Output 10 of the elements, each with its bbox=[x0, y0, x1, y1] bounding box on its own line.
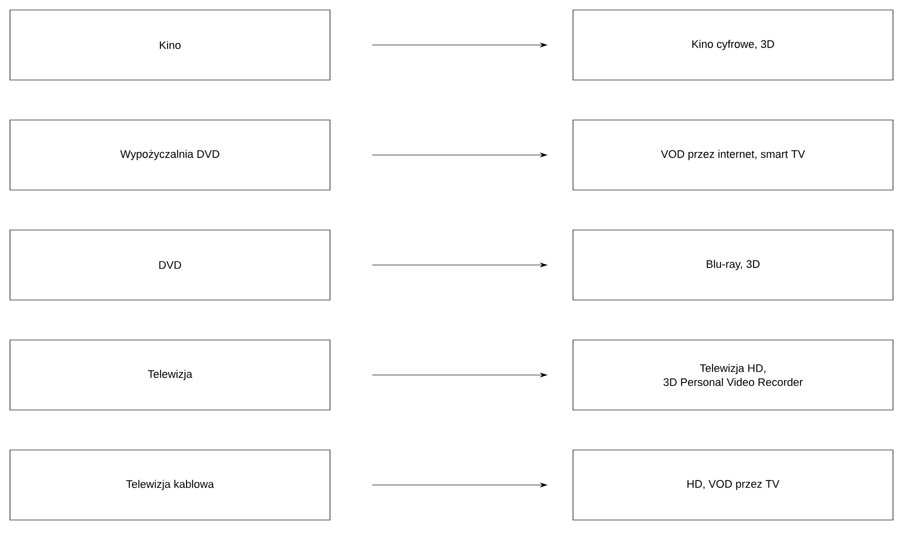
text-box: Kino cyfrowe, 3D bbox=[572, 10, 894, 80]
text-box: Blu-ray, 3D bbox=[572, 230, 894, 300]
text-box: Telewizja bbox=[10, 340, 330, 410]
text-box: Wypożyczalnia DVD bbox=[10, 120, 330, 190]
text-box: DVD bbox=[10, 230, 330, 300]
text-box: HD, VOD przez TV bbox=[572, 450, 894, 520]
text-box: VOD przez internet, smart TV bbox=[572, 120, 894, 190]
text-box: Kino bbox=[10, 10, 330, 80]
text-box: Telewizja kablowa bbox=[10, 450, 330, 520]
text-box: Telewizja HD, 3D Personal Video Recorder bbox=[572, 340, 894, 410]
